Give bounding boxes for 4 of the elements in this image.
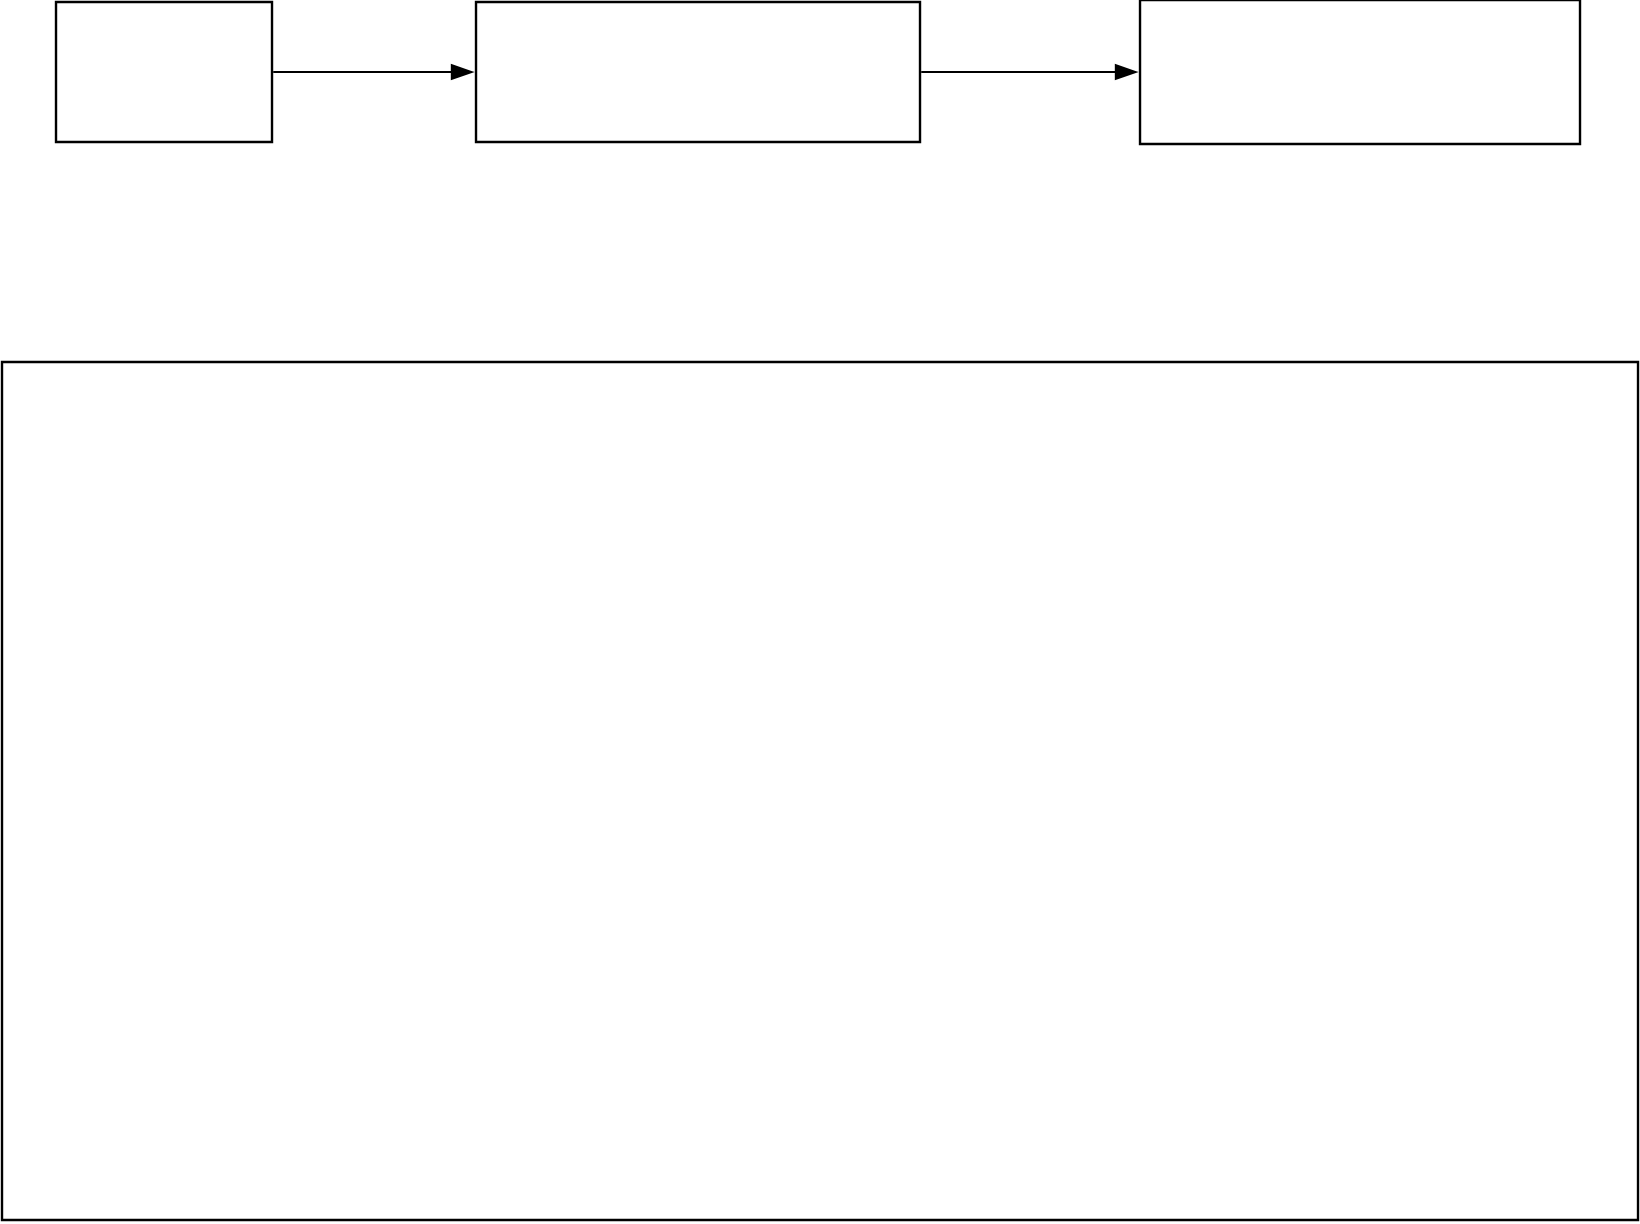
process-box	[1138, 0, 1582, 146]
process-box	[474, 0, 922, 144]
process-box	[54, 0, 274, 144]
process-box	[0, 360, 1640, 1222]
